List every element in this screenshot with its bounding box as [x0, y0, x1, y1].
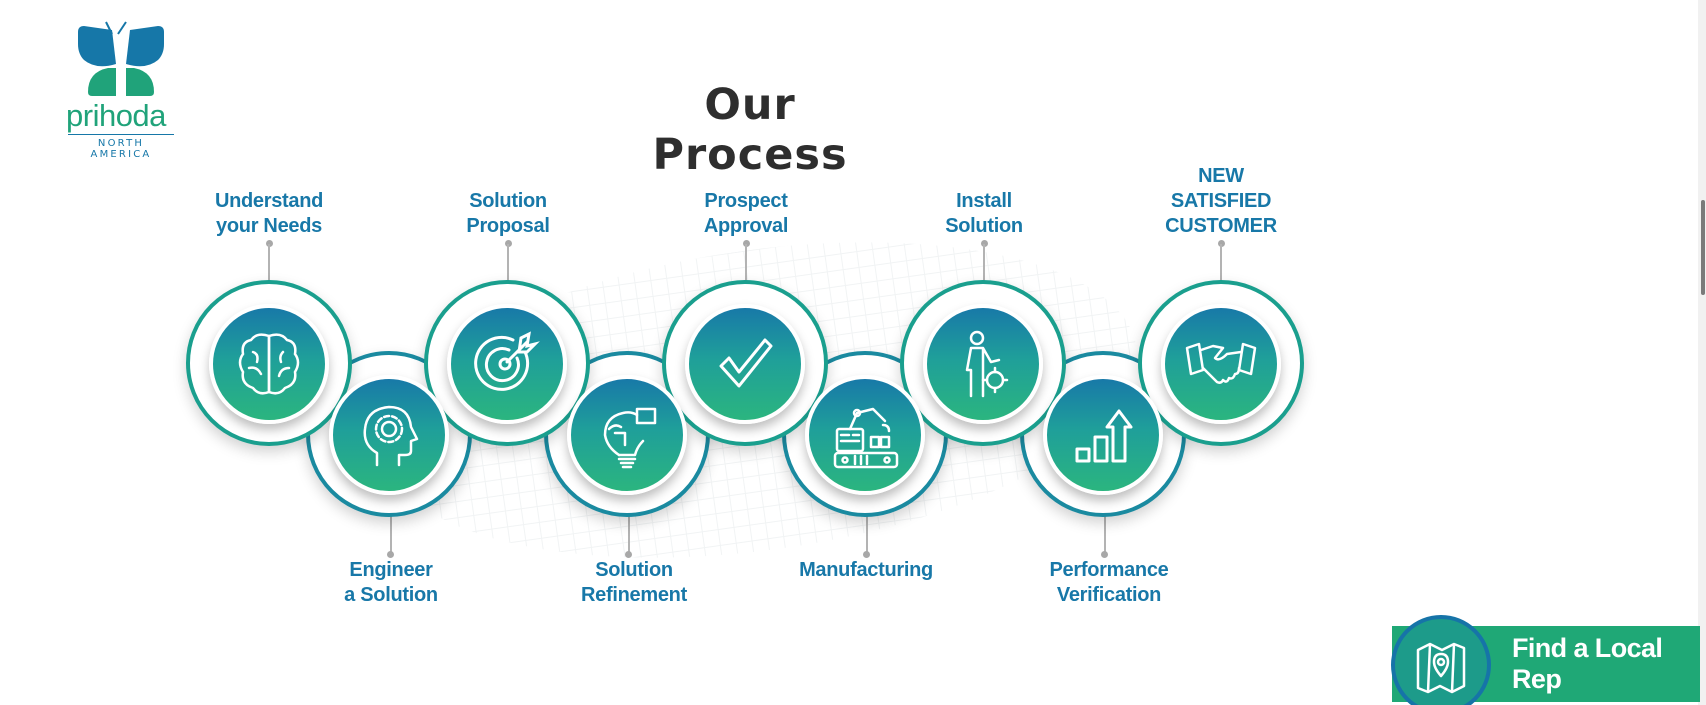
step-label-line: CUSTOMER	[1165, 215, 1277, 237]
connector-line	[507, 244, 509, 284]
map-pin-icon	[1416, 642, 1466, 694]
step-label-line: NEW	[1198, 165, 1244, 187]
connector-dot	[266, 240, 273, 247]
target-icon	[474, 331, 540, 391]
connector-dot	[863, 551, 870, 558]
step-engineer[interactable]	[329, 375, 449, 495]
robot-arm-icon	[833, 407, 899, 469]
page-scrollbar[interactable]	[1698, 0, 1706, 705]
scroll-thumb[interactable]	[1701, 200, 1705, 295]
prihoda-logo[interactable]: prihoda NORTH AMERICA	[62, 20, 180, 160]
logo-region: NORTH AMERICA	[68, 134, 174, 160]
step-install[interactable]	[923, 304, 1043, 424]
step-label-line: Solution	[595, 559, 673, 581]
step-label-proposal: Solution Proposal	[466, 189, 549, 239]
connector-dot	[625, 551, 632, 558]
connector-line	[628, 516, 630, 554]
step-approval[interactable]	[685, 304, 805, 424]
brain-icon	[238, 333, 300, 395]
handshake-icon	[1185, 342, 1257, 384]
find-local-rep-icon-badge[interactable]	[1391, 615, 1491, 705]
step-label-line: Manufacturing	[799, 559, 933, 581]
connector-dot	[981, 240, 988, 247]
connector-line	[983, 244, 985, 284]
step-manufacturing[interactable]	[805, 375, 925, 495]
step-label-line: Prospect	[704, 190, 788, 212]
step-label-install: Install Solution	[945, 189, 1023, 239]
step-label-line: Verification	[1056, 584, 1162, 606]
step-label-line: your Needs	[216, 215, 322, 237]
step-label-line: Engineer	[349, 559, 433, 581]
step-label-line: Understand	[214, 190, 324, 212]
step-label-line: Solution	[945, 215, 1023, 237]
connector-dot	[1218, 240, 1225, 247]
step-label-refinement: Solution Refinement	[581, 558, 687, 608]
connector-line	[866, 516, 868, 554]
head-gear-icon	[363, 405, 419, 467]
step-label-line: Solution	[469, 190, 547, 212]
page-title: Our Process	[652, 80, 848, 180]
step-label-line: a Solution	[344, 584, 438, 606]
step-verification[interactable]	[1043, 375, 1163, 495]
connector-line	[268, 244, 270, 284]
step-label-manufacturing: Manufacturing	[799, 558, 933, 583]
checkmark-icon	[719, 338, 773, 388]
step-label-line: Approval	[703, 215, 789, 237]
step-label-engineer: Engineer a Solution	[344, 558, 438, 608]
connector-line	[745, 244, 747, 284]
step-label-verification: Performance Verification	[1050, 558, 1169, 608]
step-label-line: Performance	[1049, 559, 1169, 581]
step-label-approval: Prospect Approval	[703, 189, 789, 239]
step-label-line: Install	[956, 190, 1012, 212]
step-label-understand: Understand your Needs	[215, 189, 323, 239]
step-proposal[interactable]	[447, 304, 567, 424]
connector-dot	[505, 240, 512, 247]
lightbulb-puzzle-icon	[603, 407, 657, 469]
butterfly-logo-icon	[78, 21, 164, 96]
step-label-customer: NEW SATISFIED CUSTOMER	[1165, 164, 1277, 239]
connector-line	[1220, 244, 1222, 284]
step-label-line: SATISFIED	[1170, 190, 1272, 212]
step-customer[interactable]	[1161, 304, 1281, 424]
logo-wordmark: prihoda	[66, 98, 166, 133]
connector-line	[390, 516, 392, 554]
step-label-line: Proposal	[466, 215, 550, 237]
connector-dot	[387, 551, 394, 558]
connector-dot	[1101, 551, 1108, 558]
step-understand[interactable]	[209, 304, 329, 424]
bar-chart-arrow-icon	[1075, 409, 1133, 463]
find-local-rep-label: Find a Local Rep	[1512, 633, 1663, 694]
connector-line	[1104, 516, 1106, 554]
connector-dot	[743, 240, 750, 247]
step-label-line: Refinement	[581, 584, 687, 606]
installer-icon	[965, 330, 1009, 398]
step-refinement[interactable]	[567, 375, 687, 495]
